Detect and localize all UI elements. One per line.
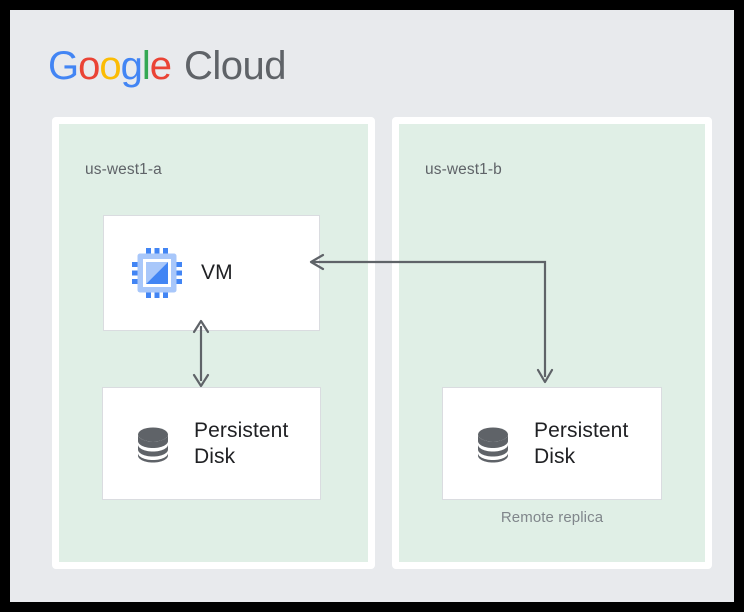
logo-letter-g-blue-2: g xyxy=(120,44,143,88)
database-disk-icon xyxy=(130,421,176,467)
logo-letter-o-red: o xyxy=(78,44,100,88)
zone-label-us-west1-a: us-west1-a xyxy=(85,161,162,178)
node-vm[interactable]: VM xyxy=(103,215,320,331)
node-persistent-disk-remote-label: Persistent Disk xyxy=(534,418,629,468)
logo-letter-e-red: e xyxy=(149,44,172,88)
database-disk-icon xyxy=(470,421,516,467)
zone-card-us-west1-b: us-west1-b xyxy=(392,117,712,569)
zone-card-us-west1-a: us-west1-a xyxy=(52,117,375,569)
google-cloud-logo: Google Cloud xyxy=(48,44,287,88)
logo-letter-g-blue: G xyxy=(48,44,79,88)
cloud-wordmark: Cloud xyxy=(184,44,287,88)
cpu-chip-icon xyxy=(131,247,183,299)
google-wordmark: Google xyxy=(48,44,172,88)
node-vm-label: VM xyxy=(201,261,233,285)
node-persistent-disk-local-label: Persistent Disk xyxy=(194,418,289,468)
logo-letter-o-yellow: o xyxy=(99,44,121,88)
zone-label-us-west1-b: us-west1-b xyxy=(425,161,502,178)
remote-replica-caption: Remote replica xyxy=(500,509,604,526)
node-persistent-disk-remote[interactable]: Persistent Disk xyxy=(442,387,662,500)
node-persistent-disk-local[interactable]: Persistent Disk xyxy=(102,387,321,500)
diagram-canvas: Google Cloud us-west1-a us-west1-b xyxy=(10,10,734,602)
logo-letter-l-green: l xyxy=(141,44,151,88)
